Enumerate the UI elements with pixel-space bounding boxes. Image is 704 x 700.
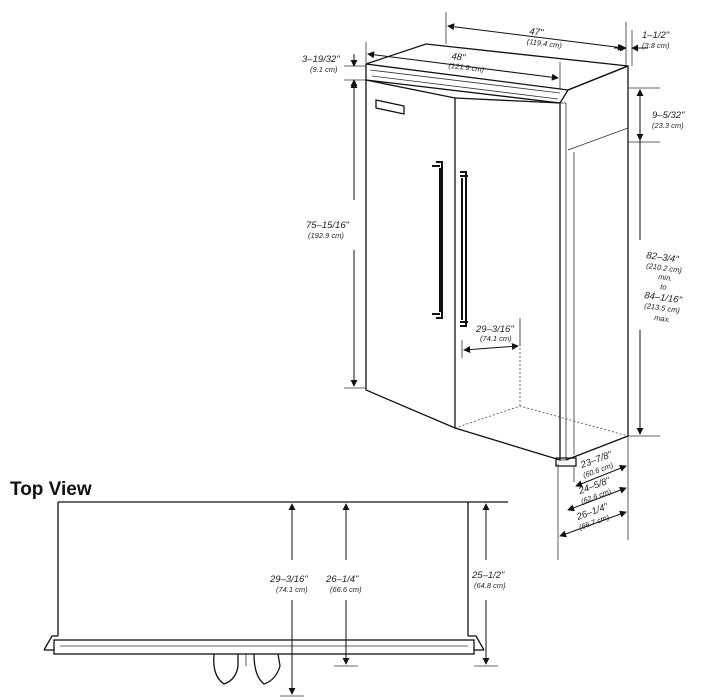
dim-width-47-imp: 47"	[529, 26, 545, 39]
dim-height-82-l4: to	[660, 282, 667, 292]
top-grille-outline	[365, 43, 629, 91]
dim-height-75-imp: 75–15/16"	[306, 220, 350, 231]
dim-height-82	[628, 89, 660, 437]
right-handle	[460, 171, 468, 327]
dim-top-3-19-imp: 3–19/32"	[302, 54, 340, 65]
cabinet-side	[565, 65, 629, 461]
dim-top-26	[334, 503, 358, 667]
dim-trim-met: (3.8 cm)	[642, 41, 670, 50]
top-view	[43, 501, 508, 685]
door-panel	[53, 639, 475, 655]
right-door	[454, 97, 561, 461]
top-view-title: Top View	[10, 479, 92, 500]
dim-height-82-l5: 84–1/16"	[644, 290, 683, 306]
dim-top-29-met: (74.1 cm)	[276, 585, 308, 594]
dim-depth-29-front	[461, 318, 521, 358]
dim-top-9-5-met: (23.3 cm)	[652, 121, 684, 130]
dim-top-3-19-met: (9.1 cm)	[310, 65, 338, 74]
dim-top-29-imp: 29–3/16"	[269, 574, 308, 585]
dim-top-26-imp: 26–1/4"	[325, 574, 359, 585]
dim-depth-29-front-imp: 29–3/16"	[475, 324, 514, 335]
dim-top-25	[474, 503, 498, 667]
top-right-handle	[253, 653, 281, 685]
dim-width-48-met: (121.9 cm)	[448, 61, 485, 74]
dim-height-75	[344, 81, 366, 389]
dim-top-26-met: (66.6 cm)	[330, 585, 362, 594]
dim-trim-imp: 1–1/2"	[642, 30, 670, 41]
dim-height-82-l3: min.	[658, 272, 673, 283]
dim-top-29	[280, 503, 304, 697]
left-handle	[432, 161, 443, 319]
front-view	[365, 43, 629, 467]
dim-depth-bottom	[557, 436, 629, 560]
dim-top-3-19	[344, 54, 366, 92]
dim-top-25-imp: 25–1/2"	[471, 570, 505, 581]
dim-top-25-met: (64.8 cm)	[474, 581, 506, 590]
dim-height-75-met: (192.9 cm)	[308, 231, 344, 240]
dim-width-47-met: (119.4 cm)	[526, 37, 563, 50]
dim-height-82-l1: 82–3/4"	[646, 250, 680, 265]
top-left-handle	[213, 653, 239, 685]
dim-height-82-l7: max.	[654, 313, 671, 324]
logo-badge	[375, 99, 405, 115]
dim-top-9-5-imp: 9–5/32"	[652, 110, 685, 121]
dim-width-48-imp: 48"	[451, 51, 467, 64]
dim-trim-1-5	[614, 30, 648, 66]
dim-width-48	[365, 42, 561, 90]
dim-depth-29-front-met: (74.1 cm)	[480, 334, 512, 343]
dim-width-47	[445, 12, 627, 66]
